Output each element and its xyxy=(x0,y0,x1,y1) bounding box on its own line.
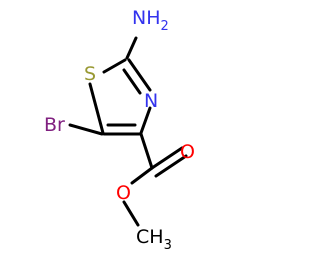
bond-c2-nh2 xyxy=(125,36,138,60)
bond-co-double-1 xyxy=(150,146,184,170)
atom-amine: NH2 xyxy=(132,7,169,34)
bond-c2-n3 xyxy=(127,58,152,92)
atom-ester-oxygen: O xyxy=(116,182,131,204)
bond-c2-n3-inner xyxy=(122,68,142,95)
atom-sulfur: S xyxy=(84,63,96,85)
bond-c5-br xyxy=(68,123,104,136)
bond-s1-c2 xyxy=(102,58,127,74)
bond-c-o-ester xyxy=(130,166,154,185)
bond-c4-carbonyl xyxy=(139,132,154,170)
atom-bromine: Br xyxy=(44,114,65,136)
molecule-diagram: NH2 S N Br O O CH3 xyxy=(44,7,195,253)
bond-n3-c4 xyxy=(139,106,152,135)
atom-methyl: CH3 xyxy=(136,226,172,250)
atom-carbonyl-oxygen: O xyxy=(180,141,195,163)
bond-c5-s1 xyxy=(88,82,105,135)
bond-o-ch3 xyxy=(122,200,140,227)
atom-ring-nitrogen: N xyxy=(144,90,158,112)
bond-co-double-2 xyxy=(154,154,188,178)
molecule-structure: NH2 S N Br O O CH3 xyxy=(44,7,195,253)
